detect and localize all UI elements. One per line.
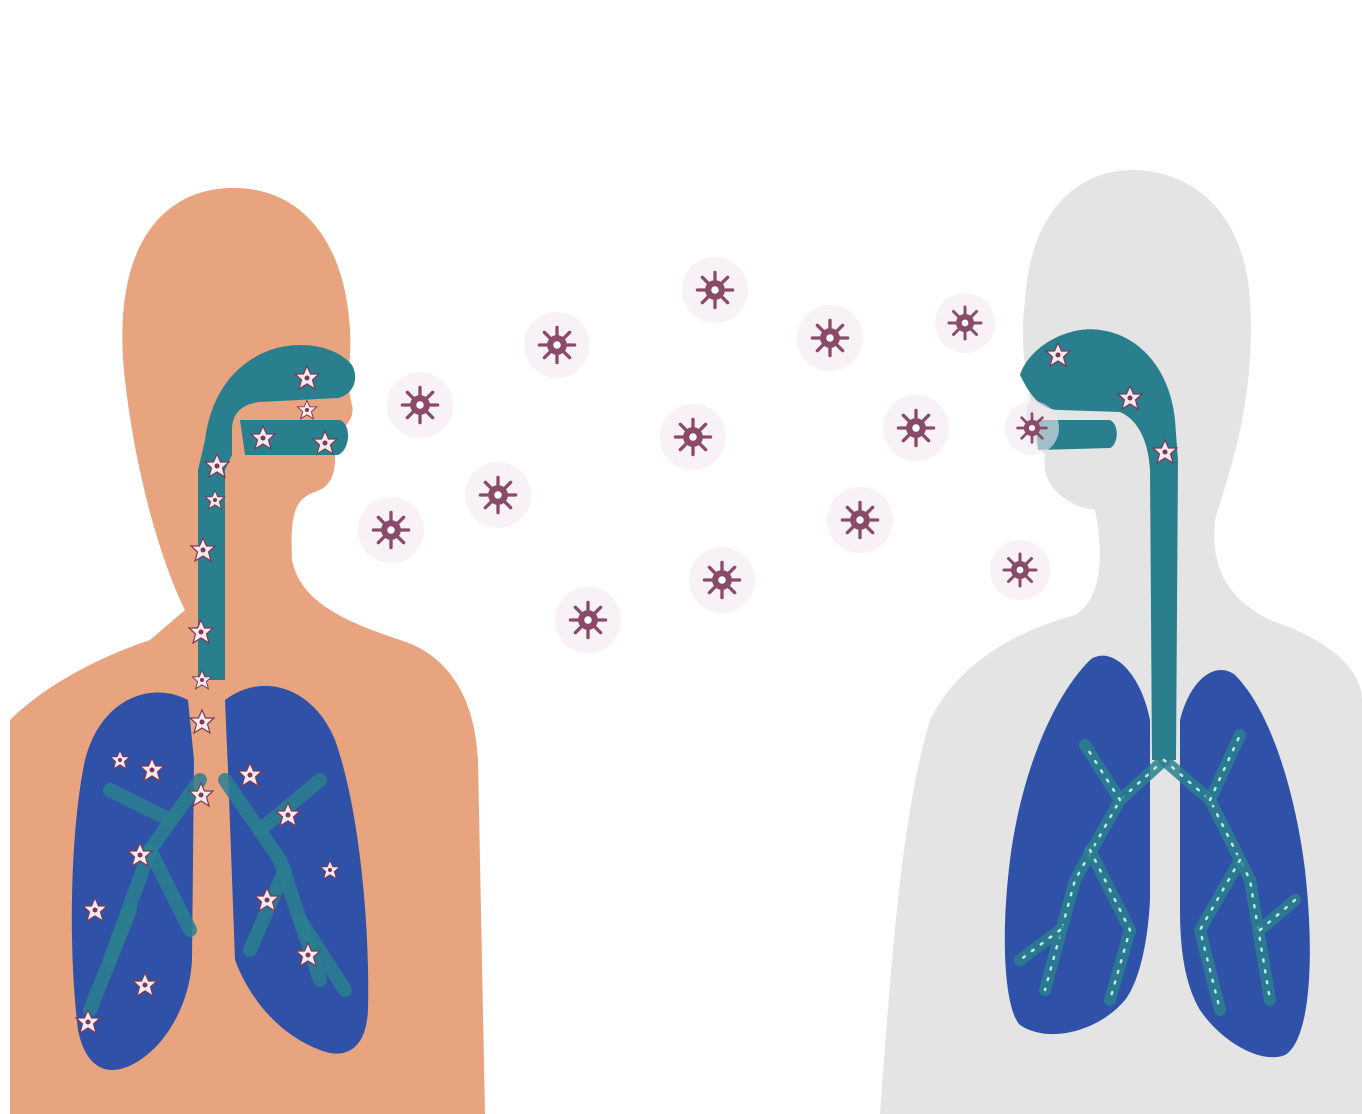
virus-particle: [842, 502, 877, 537]
virus-particle: [1018, 414, 1047, 443]
virus-particle: [898, 410, 933, 445]
virus-particle: [1004, 554, 1036, 586]
virus-particle: [539, 327, 574, 362]
virus-particle: [570, 602, 605, 637]
virus-particle: [812, 320, 847, 355]
virus-particle: [704, 562, 739, 597]
virus-particle: [675, 419, 710, 454]
virus-particle: [373, 512, 408, 547]
virus-particle: [697, 272, 732, 307]
virus-particle: [949, 307, 981, 339]
virus-particle: [480, 477, 515, 512]
virus-particle: [402, 387, 437, 422]
